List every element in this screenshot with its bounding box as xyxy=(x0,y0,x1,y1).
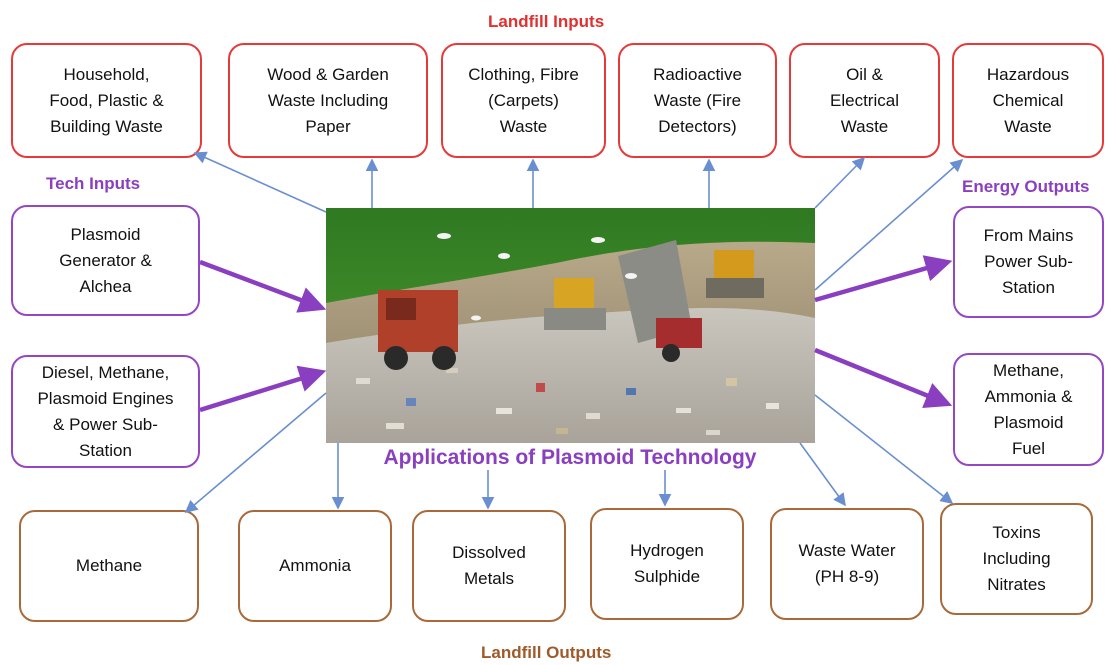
output-methane: Methane xyxy=(19,510,199,622)
energy-methane-ammonia-fuel: Methane, Ammonia & Plasmoid Fuel xyxy=(953,353,1104,466)
energy-outputs-heading: Energy Outputs xyxy=(962,177,1090,196)
input-hazardous-chemical-waste: Hazardous Chemical Waste xyxy=(952,43,1104,158)
landfill-photo xyxy=(326,208,815,443)
input-wood-garden-waste: Wood & Garden Waste Including Paper xyxy=(228,43,428,158)
tech-plasmoid-generator: Plasmoid Generator & Alchea xyxy=(11,205,200,316)
arrow-to-household xyxy=(193,151,327,213)
arrow-to-methane xyxy=(184,392,327,514)
output-ammonia: Ammonia xyxy=(238,510,392,622)
input-clothing-fibre-waste: Clothing, Fibre (Carpets) Waste xyxy=(441,43,606,158)
landfill-inputs-heading: Landfill Inputs xyxy=(488,12,605,31)
arrow-diesel-engines-to-photo xyxy=(199,365,327,413)
input-oil-electrical-waste: Oil & Electrical Waste xyxy=(789,43,940,158)
landfill-outputs-heading: Landfill Outputs xyxy=(481,643,612,662)
output-waste-water: Waste Water (PH 8-9) xyxy=(770,508,924,620)
output-hydrogen-sulphide: Hydrogen Sulphide xyxy=(590,508,744,620)
input-household-waste: Household, Food, Plastic & Building Wast… xyxy=(11,43,202,158)
output-toxins-nitrates: Toxins Including Nitrates xyxy=(940,503,1093,615)
arrow-to-toxins xyxy=(814,394,954,504)
output-dissolved-metals: Dissolved Metals xyxy=(412,510,566,622)
input-radioactive-waste: Radioactive Waste (Fire Detectors) xyxy=(618,43,777,158)
energy-mains-power-substation: From Mains Power Sub- Station xyxy=(953,206,1104,318)
main-title: Applications of Plasmoid Technology xyxy=(383,446,757,469)
arrow-to-hazardous xyxy=(814,158,964,291)
arrow-plasmoid-generator-to-photo xyxy=(199,259,327,313)
tech-diesel-methane-engines: Diesel, Methane, Plasmoid Engines & Powe… xyxy=(11,355,200,468)
arrow-photo-to-mains-power xyxy=(814,255,953,303)
arrow-to-oil xyxy=(814,156,866,209)
arrow-photo-to-methane-fuel xyxy=(814,347,953,409)
tech-inputs-heading: Tech Inputs xyxy=(46,174,141,193)
